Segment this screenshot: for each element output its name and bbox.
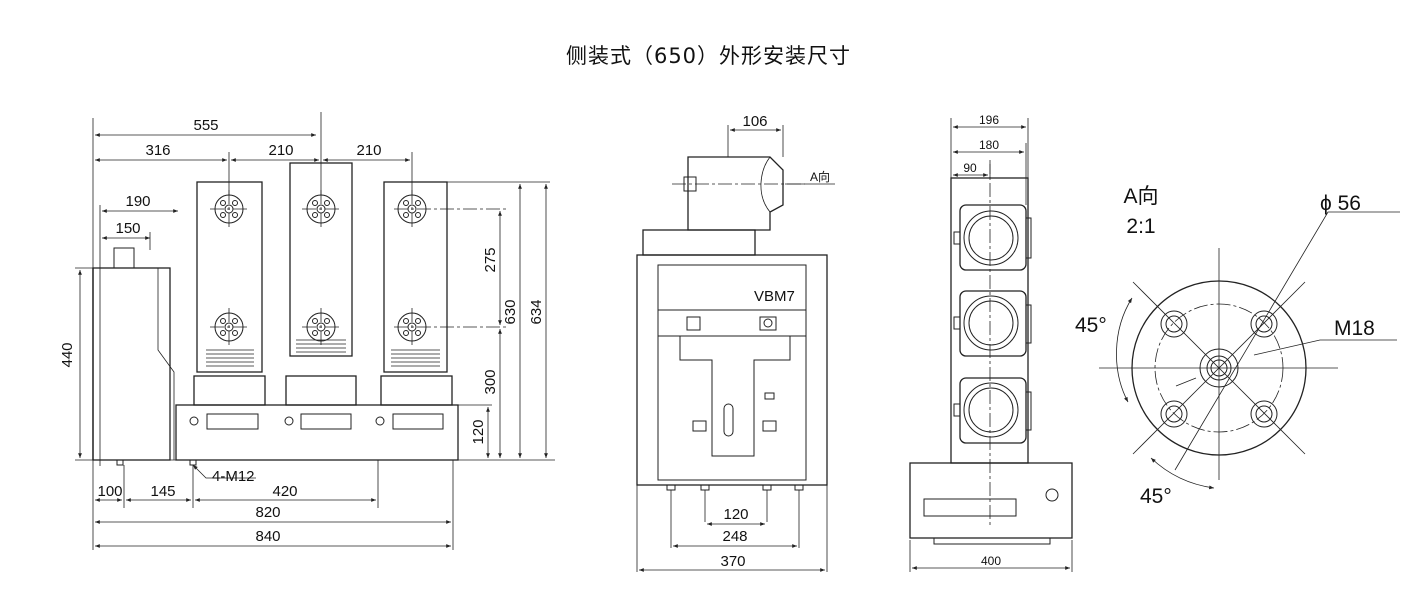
pole-1 (196, 181, 263, 373)
dim-150: 150 (115, 220, 140, 237)
dim-420: 420 (272, 483, 297, 500)
dim-440: 440 (59, 342, 76, 367)
dim-145: 145 (150, 483, 175, 500)
thread-label: M18 (1334, 317, 1375, 340)
dim-300: 300 (482, 369, 499, 394)
detail-label: A向 (1123, 185, 1158, 208)
dim-100: 100 (97, 483, 122, 500)
dim-196: 196 (979, 113, 999, 127)
angle-label-1: 45° (1075, 314, 1107, 337)
side-terminal (687, 156, 784, 231)
hole-label: 4-M12 (212, 468, 255, 485)
front-view: 555 316 210 210 190 150 440 275 630 634 … (59, 112, 555, 550)
side-housing (636, 254, 828, 486)
dim-210-b: 210 (356, 142, 381, 159)
dim-106: 106 (742, 113, 767, 130)
dim-316: 316 (145, 142, 170, 159)
view-a-label: A向 (810, 169, 830, 184)
dim-400: 400 (981, 554, 1001, 568)
dim-555: 555 (193, 117, 218, 134)
model-label: VBM7 (754, 288, 795, 305)
rear-base (909, 462, 1073, 539)
dim-190: 190 (125, 193, 150, 210)
rear-view: 196 180 90 400 (909, 113, 1073, 572)
angle-label-2: 45° (1140, 485, 1172, 508)
diameter-label: ϕ 56 (1320, 192, 1361, 215)
dim-630: 630 (502, 299, 519, 324)
detail-scale: 2:1 (1126, 215, 1155, 238)
dim-248: 248 (722, 528, 747, 545)
base-frame (175, 404, 459, 461)
dim-275: 275 (482, 247, 499, 272)
mechanism-cabinet (92, 267, 171, 461)
side-view: A向 VBM7 106 120 248 370 (636, 113, 835, 572)
dim-840: 840 (255, 528, 280, 545)
dim-120-side: 120 (723, 506, 748, 523)
cabinet-terminal (113, 247, 135, 269)
dim-180: 180 (979, 138, 999, 152)
dim-120: 120 (470, 419, 487, 444)
page-title: 侧装式（650）外形安装尺寸 (565, 44, 852, 68)
pole-3 (383, 181, 448, 373)
dim-634: 634 (528, 299, 545, 324)
dim-370: 370 (720, 553, 745, 570)
detail-view-a: A向 2:1 ϕ 56 M18 45° 45° (1075, 185, 1400, 508)
dim-90: 90 (963, 161, 977, 175)
dim-820: 820 (255, 504, 280, 521)
dim-210-a: 210 (268, 142, 293, 159)
